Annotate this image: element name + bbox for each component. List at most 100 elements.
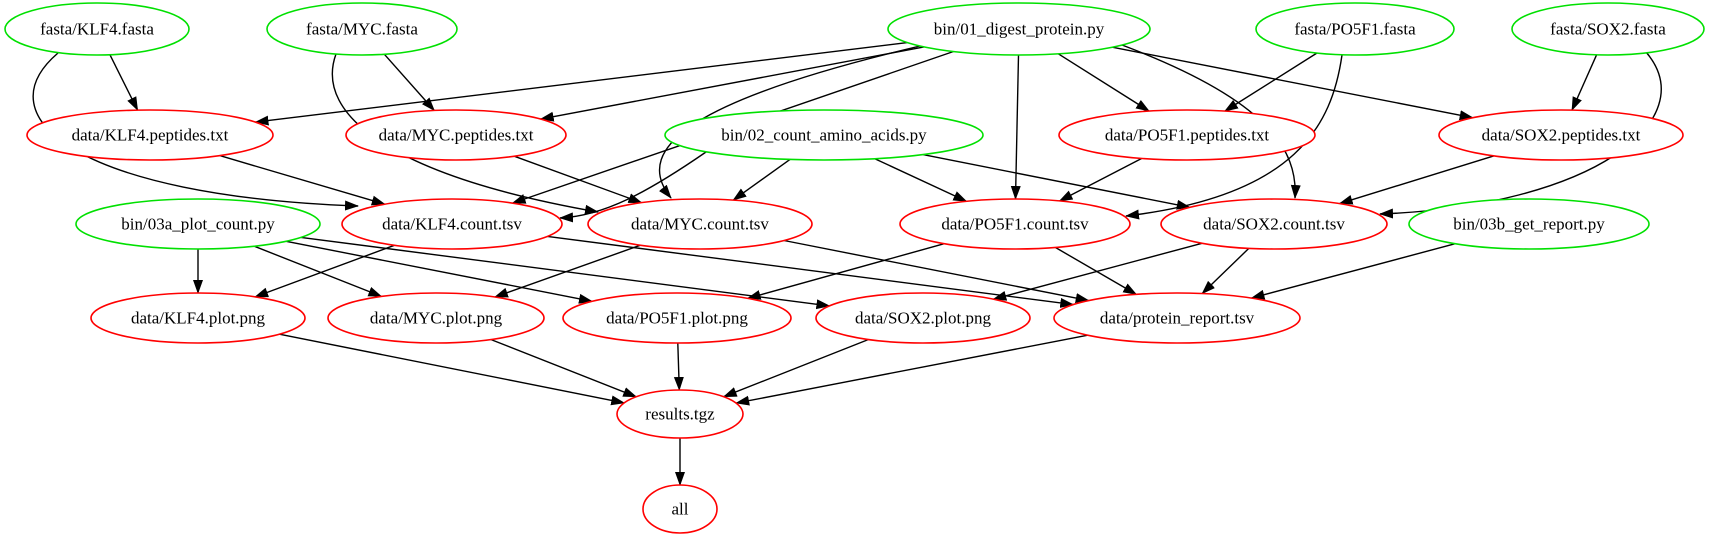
node-label: data/PO5F1.plot.png — [606, 309, 748, 328]
node-label: data/SOX2.plot.png — [855, 309, 991, 328]
generated-node-ellipse — [587, 198, 813, 250]
edge-bin02-to-myc_count — [732, 158, 791, 201]
node-label: data/SOX2.count.tsv — [1203, 215, 1345, 234]
node-label: data/MYC.plot.png — [370, 309, 503, 328]
edge-sox2_peptides-to-sox2_count — [1338, 155, 1494, 205]
edge-bin01-to-myc_peptides — [539, 46, 925, 122]
generated-node-ellipse — [562, 292, 792, 344]
node-po5f1_peptides: data/PO5F1.peptides.txt — [1058, 109, 1316, 161]
edge-myc_plot-to-results — [490, 338, 638, 398]
generated-node-ellipse — [1053, 292, 1301, 344]
node-po5f1_count: data/PO5F1.count.tsv — [899, 198, 1131, 250]
source-node-ellipse — [75, 198, 321, 250]
node-klf4_count: data/KLF4.count.tsv — [341, 198, 563, 250]
generated-node-ellipse — [327, 292, 545, 344]
edge-po5f1_count-to-report — [1054, 246, 1138, 296]
edges-layer — [32, 41, 1662, 486]
node-report: data/protein_report.tsv — [1053, 292, 1301, 344]
generated-node-ellipse — [1160, 198, 1388, 250]
generated-node-ellipse — [1058, 109, 1316, 161]
edge-klf4_plot-to-results — [279, 333, 626, 406]
node-label: data/KLF4.count.tsv — [382, 215, 522, 234]
generated-node-ellipse — [815, 292, 1031, 344]
node-sox2_plot: data/SOX2.plot.png — [815, 292, 1031, 344]
node-label: data/SOX2.peptides.txt — [1482, 126, 1641, 145]
edge-po5f1_fasta-to-po5f1_peptides — [1224, 52, 1318, 112]
source-node-ellipse — [1408, 198, 1650, 250]
node-label: all — [672, 500, 689, 519]
node-label: data/MYC.count.tsv — [631, 215, 769, 234]
node-po5f1_fasta: fasta/PO5F1.fasta — [1255, 2, 1455, 56]
edge-sox2_plot-to-results — [722, 338, 869, 398]
node-label: data/PO5F1.peptides.txt — [1105, 126, 1270, 145]
node-myc_plot: data/MYC.plot.png — [327, 292, 545, 344]
node-sox2_count: data/SOX2.count.tsv — [1160, 198, 1388, 250]
node-klf4_fasta: fasta/KLF4.fasta — [4, 2, 190, 56]
node-bin03a: bin/03a_plot_count.py — [75, 198, 321, 250]
node-myc_fasta: fasta/MYC.fasta — [266, 2, 458, 56]
edge-klf4_count-to-report — [547, 235, 1075, 308]
node-label: bin/03a_plot_count.py — [121, 215, 275, 234]
edge-klf4_count-to-klf4_plot — [254, 244, 395, 298]
node-label: data/PO5F1.count.tsv — [941, 215, 1089, 234]
node-label: fasta/KLF4.fasta — [40, 20, 154, 39]
generated-node-ellipse — [642, 484, 718, 534]
edge-bin03a-to-myc_plot — [253, 245, 383, 298]
node-label: data/KLF4.peptides.txt — [72, 126, 229, 145]
edge-klf4_peptides-to-klf4_count — [219, 154, 386, 206]
edge-po5f1_count-to-po5f1_plot — [746, 243, 945, 300]
generated-node-ellipse — [341, 198, 563, 250]
edge-sox2_fasta-to-sox2_peptides — [1571, 54, 1598, 112]
edge-report-to-results — [735, 334, 1088, 406]
node-label: fasta/MYC.fasta — [306, 20, 418, 39]
node-bin02: bin/02_count_amino_acids.py — [664, 109, 984, 161]
generated-node-ellipse — [345, 109, 567, 161]
node-label: results.tgz — [645, 405, 715, 424]
edge-bin01-to-po5f1_peptides — [1057, 53, 1150, 112]
nodes-layer: fasta/KLF4.fasta fasta/MYC.fasta bin/01_di… — [4, 2, 1705, 534]
edge-myc_fasta-to-myc_peptides — [383, 53, 435, 112]
edge-po5f1_peptides-to-po5f1_count — [1058, 157, 1143, 202]
node-all: all — [642, 484, 718, 534]
node-bin03b: bin/03b_get_report.py — [1408, 198, 1650, 250]
source-node-ellipse — [887, 2, 1151, 56]
edge-myc_count-to-myc_plot — [493, 244, 641, 298]
generated-node-ellipse — [90, 292, 306, 344]
edge-bin01-to-sox2_peptides — [1112, 46, 1474, 121]
node-label: fasta/PO5F1.fasta — [1294, 20, 1416, 39]
source-node-ellipse — [4, 2, 190, 56]
node-klf4_plot: data/KLF4.plot.png — [90, 292, 306, 344]
edge-bin02-to-po5f1_count — [874, 158, 968, 202]
source-node-ellipse — [664, 109, 984, 161]
edge-bin03b-to-report — [1250, 243, 1456, 300]
node-label: data/protein_report.tsv — [1100, 309, 1255, 328]
node-label: bin/03b_get_report.py — [1453, 215, 1605, 234]
node-label: data/KLF4.plot.png — [131, 309, 266, 328]
edge-bin02-to-klf4_count — [559, 151, 707, 223]
source-node-ellipse — [1255, 2, 1455, 56]
generated-node-ellipse — [899, 198, 1131, 250]
node-sox2_peptides: data/SOX2.peptides.txt — [1438, 109, 1684, 161]
generated-node-ellipse — [616, 389, 744, 439]
node-sox2_fasta: fasta/SOX2.fasta — [1511, 2, 1705, 56]
source-node-ellipse — [266, 2, 458, 56]
node-bin01: bin/01_digest_protein.py — [887, 2, 1151, 56]
edge-klf4_fasta-to-klf4_peptides — [109, 54, 139, 111]
generated-node-ellipse — [26, 109, 274, 161]
node-label: data/MYC.peptides.txt — [379, 126, 534, 145]
edge-myc_peptides-to-myc_count — [513, 155, 643, 204]
node-label: bin/02_count_amino_acids.py — [721, 126, 927, 145]
edge-bin03a-to-po5f1_plot — [285, 240, 593, 304]
node-klf4_peptides: data/KLF4.peptides.txt — [26, 109, 274, 161]
edge-bin02-to-sox2_count — [922, 153, 1191, 210]
node-label: bin/01_digest_protein.py — [934, 20, 1105, 39]
node-myc_peptides: data/MYC.peptides.txt — [345, 109, 567, 161]
node-po5f1_plot: data/PO5F1.plot.png — [562, 292, 792, 344]
edge-bin01-to-po5f1_count — [1010, 54, 1021, 200]
edge-bin01-to-klf4_peptides — [254, 41, 908, 126]
node-myc_count: data/MYC.count.tsv — [587, 198, 813, 250]
edge-sox2_count-to-report — [1201, 247, 1250, 295]
source-node-ellipse — [1511, 2, 1705, 56]
